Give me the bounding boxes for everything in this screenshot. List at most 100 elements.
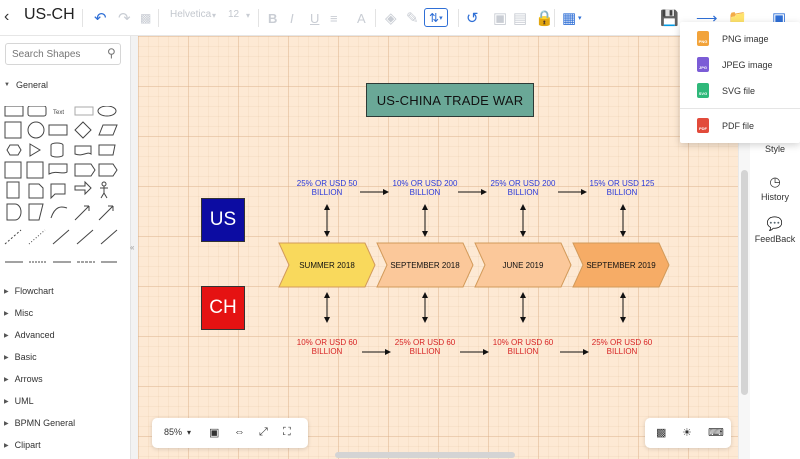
font-size-select[interactable]: 12 bbox=[228, 9, 240, 20]
timeline-chevron[interactable] bbox=[376, 242, 474, 288]
underline-icon[interactable]: U bbox=[310, 10, 320, 26]
menu-divider bbox=[680, 108, 800, 109]
diagram-title-box[interactable]: US-CHINA TRADE WAR bbox=[366, 83, 534, 117]
collapse-panel-icon[interactable]: « bbox=[130, 243, 135, 252]
us-box[interactable]: US bbox=[201, 198, 245, 242]
ch-box[interactable]: CH bbox=[201, 286, 245, 330]
tariff-line: BILLION bbox=[507, 188, 539, 197]
panel-label: FeedBack bbox=[754, 234, 796, 244]
category-bpmn-general[interactable]: ▶BPMN General bbox=[4, 418, 75, 428]
chevron-down-icon: ▾ bbox=[578, 15, 582, 22]
lock-icon[interactable]: 🔒 bbox=[535, 10, 554, 27]
timeline-chevron[interactable] bbox=[474, 242, 572, 288]
horizontal-scrollbar-thumb[interactable] bbox=[335, 452, 515, 458]
category-general[interactable]: ▼ General bbox=[4, 80, 48, 90]
svg-file-icon: SVG bbox=[697, 83, 709, 98]
export-png-option[interactable]: PNG PNG image bbox=[680, 26, 800, 52]
format-painter-icon[interactable]: ▩ bbox=[140, 11, 152, 25]
save-icon[interactable]: 💾 bbox=[660, 10, 679, 27]
category-label: Flowchart bbox=[14, 286, 54, 296]
menu-item-label: JPEG image bbox=[722, 60, 773, 70]
feedback-panel-button[interactable]: 💬 FeedBack bbox=[750, 216, 800, 244]
toolbar-divider bbox=[158, 9, 159, 27]
toolbar-divider bbox=[458, 9, 459, 27]
category-advanced[interactable]: ▶Advanced bbox=[4, 330, 55, 340]
back-arrow-icon[interactable]: ‹ bbox=[4, 8, 10, 25]
redo-icon[interactable]: ↷ bbox=[118, 10, 131, 27]
panel-gutter bbox=[131, 36, 138, 459]
line-color-icon[interactable]: ✎ bbox=[406, 10, 419, 27]
fullscreen-icon[interactable]: ⛶ bbox=[283, 426, 291, 438]
fit-width-icon[interactable]: ⇔ bbox=[234, 426, 245, 438]
top-toolbar: ‹ US-CHINA ↶ ↷ ▩ Helvetica ▾ 12 ▾ B I U … bbox=[0, 0, 800, 36]
history-panel-button[interactable]: ◷ History bbox=[750, 174, 800, 202]
font-family-select[interactable]: Helvetica bbox=[170, 9, 212, 20]
caret-right-icon: ▶ bbox=[4, 288, 9, 295]
connector-style-button[interactable]: ⇅ ▾ bbox=[424, 8, 448, 27]
category-flowchart[interactable]: ▶ Flowchart bbox=[4, 286, 54, 296]
ungroup-icon[interactable]: ▤ bbox=[513, 10, 528, 27]
fit-page-icon[interactable]: ▣ bbox=[209, 427, 220, 439]
export-jpeg-option[interactable]: JPG JPEG image bbox=[680, 52, 800, 78]
general-shapes-grid[interactable]: Text bbox=[3, 106, 119, 266]
category-arrows[interactable]: ▶Arrows bbox=[4, 374, 43, 384]
keyboard-icon[interactable]: ⌨ bbox=[708, 427, 724, 439]
italic-icon[interactable]: I bbox=[290, 10, 294, 26]
group-icon[interactable]: ▣ bbox=[493, 10, 508, 27]
bold-icon[interactable]: B bbox=[268, 10, 278, 26]
category-label: UML bbox=[14, 396, 34, 406]
category-label: General bbox=[15, 80, 48, 90]
document-title[interactable]: US-CHINA bbox=[24, 6, 74, 23]
undo-icon[interactable]: ↶ bbox=[94, 10, 107, 27]
svg-text:Text: Text bbox=[53, 110, 64, 116]
timeline-chevron[interactable] bbox=[278, 242, 376, 288]
search-icon[interactable]: ⚲ bbox=[107, 46, 116, 60]
png-file-icon: PNG bbox=[697, 31, 709, 46]
category-label: Misc bbox=[14, 308, 34, 318]
chevron-down-icon[interactable]: ▾ bbox=[187, 428, 192, 437]
style-panel-button[interactable]: Style bbox=[750, 144, 800, 154]
feedback-icon: 💬 bbox=[766, 216, 784, 231]
export-svg-option[interactable]: SVG SVG file bbox=[680, 78, 800, 104]
export-pdf-option[interactable]: PDF PDF file bbox=[680, 113, 800, 139]
category-uml[interactable]: ▶UML bbox=[4, 396, 34, 406]
caret-right-icon: ▶ bbox=[4, 310, 9, 317]
timeline-label: JUNE 2019 bbox=[502, 261, 544, 270]
font-color-icon[interactable]: A bbox=[357, 10, 366, 26]
caret-right-icon: ▶ bbox=[4, 332, 9, 339]
category-misc[interactable]: ▶ Misc bbox=[4, 308, 33, 318]
category-label: Basic bbox=[14, 352, 37, 362]
search-shapes-input[interactable] bbox=[5, 43, 121, 65]
table-icon[interactable]: ▦ bbox=[562, 10, 577, 27]
scrollbar-thumb[interactable] bbox=[741, 170, 748, 395]
align-icon[interactable]: ≡ bbox=[330, 10, 338, 26]
actual-size-icon[interactable]: ⤢ bbox=[259, 426, 268, 438]
zoom-level[interactable]: 85% bbox=[164, 427, 183, 437]
minimap-icon[interactable]: ▩ bbox=[656, 427, 667, 439]
tariff-line: BILLION bbox=[311, 188, 343, 197]
category-label: BPMN General bbox=[14, 418, 76, 428]
category-basic[interactable]: ▶Basic bbox=[4, 352, 37, 362]
brightness-icon[interactable]: ☀ bbox=[682, 427, 692, 439]
fill-color-icon[interactable]: ◈ bbox=[385, 10, 397, 27]
menu-item-label: PNG image bbox=[722, 34, 769, 44]
tariff-line: 15% OR USD 125 bbox=[589, 179, 655, 188]
category-clipart[interactable]: ▶Clipart bbox=[4, 440, 41, 450]
tariff-line: 10% OR USD 60 bbox=[296, 338, 358, 347]
panel-label: Style bbox=[764, 144, 785, 154]
tariff-line: BILLION bbox=[606, 188, 638, 197]
tariff-line: BILLION bbox=[311, 347, 343, 356]
arrange-icon[interactable]: ↺ bbox=[466, 10, 479, 27]
tariff-line: 25% OR USD 200 bbox=[490, 179, 556, 188]
toolbar-divider bbox=[554, 9, 555, 27]
menu-item-label: PDF file bbox=[722, 121, 755, 131]
timeline-chevron[interactable] bbox=[572, 242, 670, 288]
